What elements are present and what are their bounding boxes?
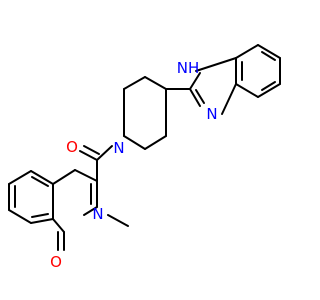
piperidine-n-label: N (113, 139, 124, 157)
piperidine-ring (123, 76, 191, 150)
imidazole-n-label: N (206, 105, 217, 123)
benzimidazole-imidazole-ring (189, 57, 237, 115)
n-methyl-group (107, 214, 129, 227)
nh-label: NH (177, 59, 200, 77)
amide-linker (79, 145, 113, 182)
isoquinolinone-benzene-ring (8, 170, 54, 224)
molecule-canvas: NH N N O N O (8, 44, 281, 271)
benzimidazole-benzene-ring (235, 44, 281, 98)
structure-diagram: NH N N O N O (8, 44, 281, 271)
isoquinolinone-pyridone-ring (52, 169, 98, 251)
carbonyl-o-label: O (66, 138, 78, 156)
lactam-o-label: O (50, 253, 62, 271)
isoquinolinone-n-label: N (92, 205, 103, 223)
